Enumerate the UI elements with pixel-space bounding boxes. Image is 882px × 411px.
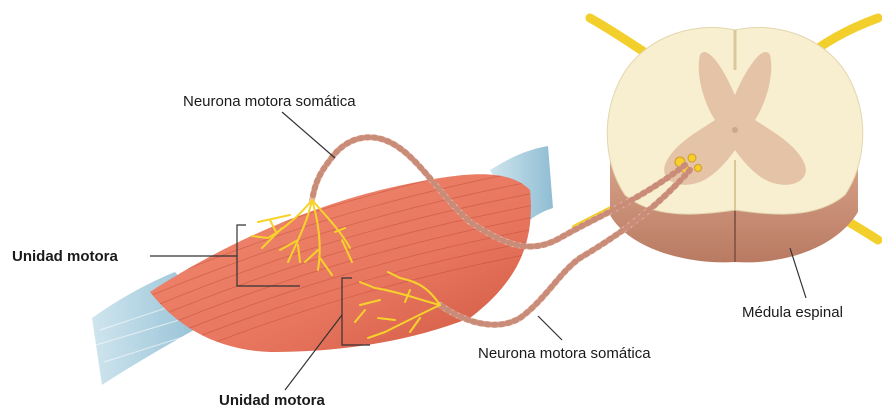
skeletal-muscle bbox=[140, 156, 540, 372]
motor-unit-label-bottom: Unidad motora bbox=[219, 393, 325, 408]
spinal-cord-label: Médula espinal bbox=[742, 305, 843, 320]
neuron-label-top: Neurona motora somática bbox=[183, 94, 356, 109]
spinal-cord bbox=[607, 27, 862, 262]
neuron-label-bottom: Neurona motora somática bbox=[478, 346, 651, 361]
motor-unit-label-left: Unidad motora bbox=[12, 249, 118, 264]
